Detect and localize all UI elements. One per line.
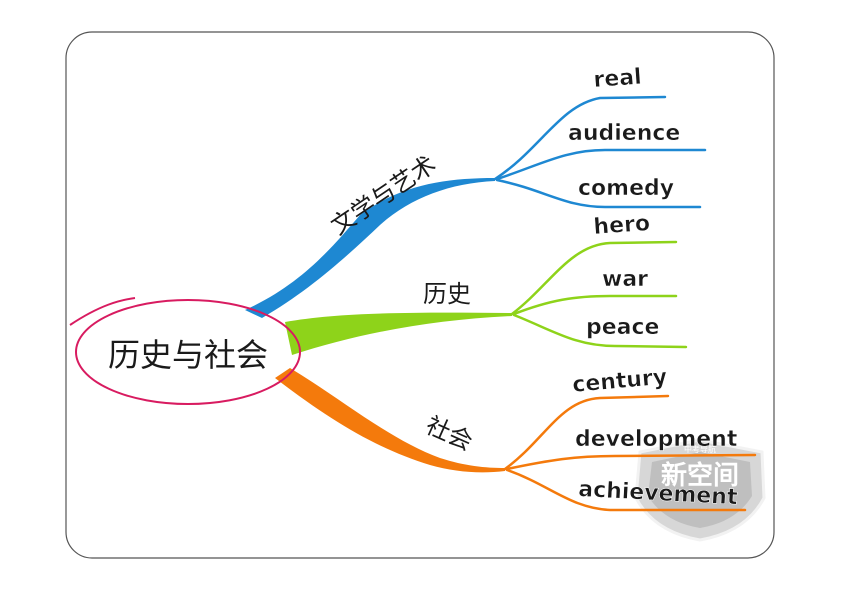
- center-label: 历史与社会: [108, 336, 268, 374]
- leaf-line-hero: [510, 240, 678, 316]
- watermark-top-text: 中考导航: [684, 444, 716, 454]
- leaf-line-comedy: [495, 178, 702, 209]
- center-ring-tail: [69, 297, 136, 326]
- leaf-line-century: [503, 394, 670, 471]
- leaf-label-comedy: comedy: [578, 176, 674, 201]
- literature-subbranches: [493, 95, 707, 209]
- watermark-logo: 中考导航 新空间: [634, 438, 766, 542]
- branch-history-stroke: [285, 312, 512, 355]
- leaf-label-hero: hero: [593, 211, 651, 240]
- history-subbranches: [510, 240, 688, 349]
- center-ring-outer: [75, 299, 301, 405]
- frame-border: [65, 31, 775, 559]
- leaf-line-achievement: [505, 468, 747, 512]
- branch-society-stroke: [275, 368, 505, 473]
- branch-literature-stroke: [245, 178, 495, 318]
- leaf-label-real: real: [593, 65, 643, 93]
- leaf-line-development: [505, 453, 757, 471]
- leaf-line-peace: [512, 313, 688, 349]
- center-node: 历史与社会: [69, 297, 301, 405]
- leaf-label-audience: audience: [568, 121, 680, 146]
- leaf-label-peace: peace: [586, 315, 659, 340]
- leaf-line-real: [493, 95, 667, 181]
- leaf-label-development: development: [575, 427, 738, 452]
- watermark-main-text: 新空间: [661, 460, 739, 491]
- leaf-line-audience: [495, 148, 707, 181]
- branch-label-history: 历史: [423, 280, 471, 308]
- leaf-label-war: war: [602, 267, 648, 292]
- society-subbranches: [503, 394, 757, 512]
- leaf-line-war: [512, 294, 678, 316]
